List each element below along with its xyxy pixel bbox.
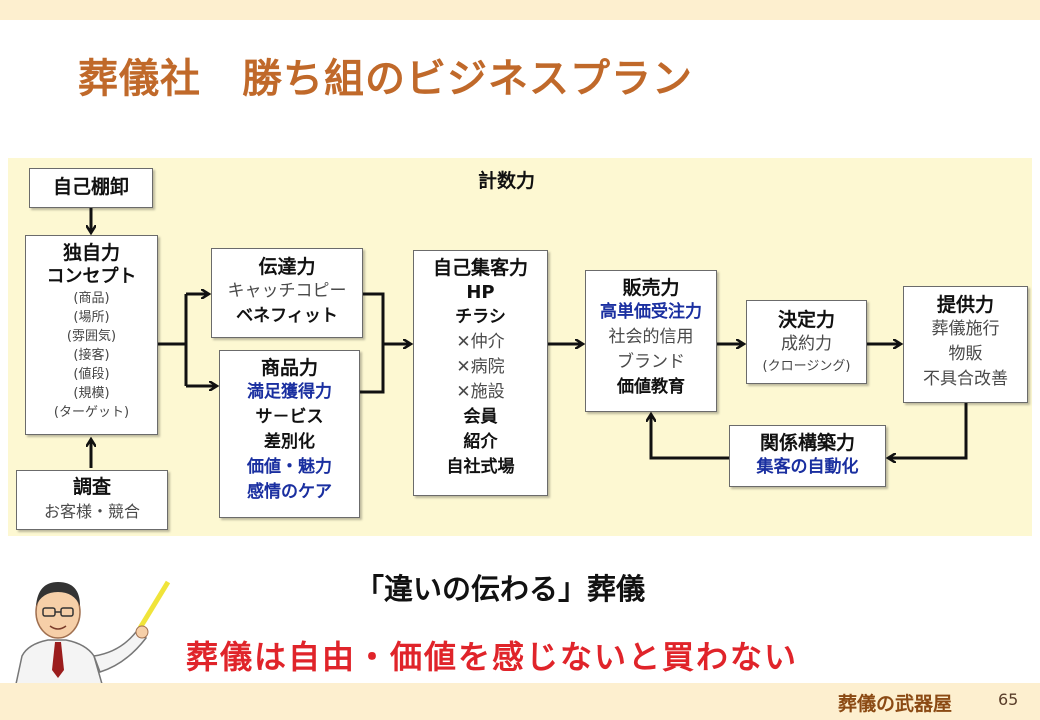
attraction-line: 自社式場 bbox=[446, 457, 515, 477]
sales-head: 販売力 bbox=[622, 277, 680, 299]
relationship-sub: 集客の自動化 bbox=[756, 457, 859, 477]
communication-head: 伝達力 bbox=[258, 256, 316, 278]
attraction-line: チラシ bbox=[455, 307, 506, 327]
inventory-head: 自己棚卸 bbox=[52, 176, 129, 198]
delivery-head: 提供力 bbox=[936, 294, 994, 316]
attraction-line: ✕病院 bbox=[456, 357, 505, 377]
attraction-line: 会員 bbox=[463, 407, 498, 427]
footer-band bbox=[0, 683, 1040, 720]
delivery-line: 葬儀施行 bbox=[931, 319, 1000, 339]
originality-item: (商品) bbox=[73, 291, 110, 306]
attraction-head: 自己集客力 bbox=[432, 257, 528, 279]
originality-item: (ターゲット) bbox=[53, 405, 130, 420]
communication-line: ベネフィット bbox=[236, 306, 338, 326]
originality-item: (接客) bbox=[73, 348, 110, 363]
top-band bbox=[0, 0, 1040, 20]
decision-line: (クロージング) bbox=[762, 359, 851, 374]
box-research: 調査 お客様・競合 bbox=[16, 470, 168, 530]
product-line: 価値・魅力 bbox=[247, 457, 332, 477]
sales-line: 価値教育 bbox=[617, 377, 685, 397]
communication-line: キャッチコピー bbox=[227, 281, 347, 301]
footer-brand: 葬儀の武器屋 bbox=[838, 693, 953, 715]
box-relationship: 関係構築力 集客の自動化 bbox=[729, 425, 886, 487]
slide-title: 葬儀社 勝ち組のビジネスプラン bbox=[78, 56, 693, 102]
box-originality: 独自力 コンセプト (商品) (場所) (雰囲気) (接客) (値段) (規模)… bbox=[25, 235, 158, 435]
tagline-primary: 「違いの伝わる」葬儀 bbox=[355, 572, 646, 606]
box-inventory: 自己棚卸 bbox=[29, 168, 153, 208]
attraction-line: ✕施設 bbox=[456, 382, 505, 402]
page-number: 65 bbox=[998, 690, 1019, 709]
attraction-line: ✕仲介 bbox=[456, 332, 505, 352]
relationship-head: 関係構築力 bbox=[759, 432, 855, 454]
research-sub: お客様・競合 bbox=[43, 502, 140, 521]
box-sales: 販売力 高単価受注力 社会的信用 ブランド 価値教育 bbox=[585, 270, 717, 412]
box-product: 商品力 満足獲得力 サ－ビス 差別化 価値・魅力 感情のケア bbox=[219, 350, 360, 518]
box-communication: 伝達力 キャッチコピー ベネフィット bbox=[211, 248, 363, 338]
tagline-secondary: 葬儀は自由・価値を感じないと買わない bbox=[186, 638, 799, 676]
decision-line: 成約力 bbox=[781, 334, 832, 354]
originality-head: 独自力 bbox=[62, 242, 120, 264]
delivery-line: 不具合改善 bbox=[923, 369, 1008, 389]
sales-line: ブランド bbox=[617, 352, 685, 372]
decision-head: 決定力 bbox=[777, 309, 835, 331]
delivery-line: 物販 bbox=[948, 344, 983, 364]
originality-sub: コンセプト bbox=[46, 266, 137, 287]
attraction-line: HP bbox=[466, 282, 495, 303]
box-decision: 決定力 成約力 (クロージング) bbox=[746, 300, 867, 384]
presenter-illustration bbox=[15, 580, 171, 684]
metrics-heading: 計数力 bbox=[478, 170, 536, 192]
originality-item: (場所) bbox=[73, 310, 110, 325]
product-line: 満足獲得力 bbox=[247, 382, 332, 402]
product-line: サ－ビス bbox=[255, 407, 324, 427]
research-head: 調査 bbox=[72, 476, 111, 498]
box-delivery: 提供力 葬儀施行 物販 不具合改善 bbox=[903, 286, 1028, 403]
originality-item: (規模) bbox=[73, 386, 110, 401]
originality-item: (雰囲気) bbox=[66, 329, 117, 344]
attraction-line: 紹介 bbox=[463, 432, 498, 452]
sales-line: 高単価受注力 bbox=[600, 302, 702, 322]
product-line: 差別化 bbox=[264, 432, 315, 452]
box-attraction: 自己集客力 HP チラシ ✕仲介 ✕病院 ✕施設 会員 紹介 自社式場 bbox=[413, 250, 548, 496]
originality-item: (値段) bbox=[73, 367, 110, 382]
product-head: 商品力 bbox=[260, 357, 318, 379]
sales-line: 社会的信用 bbox=[608, 327, 694, 347]
product-line: 感情のケア bbox=[247, 482, 332, 502]
